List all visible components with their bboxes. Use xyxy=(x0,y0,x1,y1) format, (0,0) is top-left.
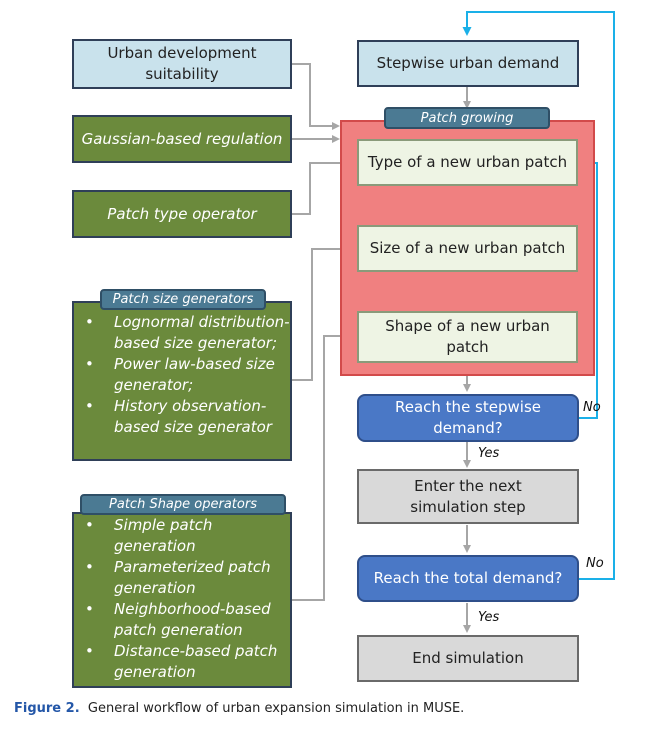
no-label-total: No xyxy=(586,556,604,571)
next-step-box: Enter the next simulation step xyxy=(357,469,579,524)
caption-label: Figure 2. xyxy=(14,701,80,716)
patch-shape-operators-title: Patch Shape operators xyxy=(80,494,286,515)
patch-size-generators-title: Patch size generators xyxy=(100,289,266,310)
patch-growing-title: Patch growing xyxy=(384,107,550,129)
reach-total-decision: Reach the total demand? xyxy=(357,555,579,602)
size-generator-item: Power law-based size generator; xyxy=(74,354,290,396)
arrow-type-operator xyxy=(292,159,357,215)
figure-caption: Figure 2. General workflow of urban expa… xyxy=(14,701,464,716)
shape-operator-item: Simple patch generation xyxy=(74,515,290,557)
feedback-no-total xyxy=(462,11,615,580)
patch-type-operator-box: Patch type operator xyxy=(72,190,292,238)
no-label-stepwise: No xyxy=(583,400,601,415)
shape-operator-item: Neighborhood-based patch generation xyxy=(74,599,290,641)
arrow-shape-operators xyxy=(292,332,357,601)
type-patch-box: Type of a new urban patch xyxy=(357,139,578,186)
yes-label-total: Yes xyxy=(478,610,500,625)
end-simulation-box: End simulation xyxy=(357,635,579,682)
size-generator-item: History observation-based size generator xyxy=(74,396,290,438)
caption-text: General workflow of urban expansion simu… xyxy=(87,701,465,716)
shape-operator-item: Parameterized patch generation xyxy=(74,557,290,599)
size-generator-item: Lognormal distribution-based size genera… xyxy=(74,312,290,354)
patch-shape-operators-box: Simple patch generation Parameterized pa… xyxy=(72,512,292,688)
gaussian-regulation-box: Gaussian-based regulation xyxy=(72,115,292,163)
shape-patch-box: Shape of a new urban patch xyxy=(357,311,578,363)
stepwise-demand-box: Stepwise urban demand xyxy=(357,40,579,87)
patch-size-generators-box: Lognormal distribution-based size genera… xyxy=(72,301,292,461)
shape-operator-item: Distance-based patch generation xyxy=(74,641,290,683)
urban-suitability-box: Urban development suitability xyxy=(72,39,292,89)
size-patch-box: Size of a new urban patch xyxy=(357,225,578,272)
yes-label-stepwise: Yes xyxy=(478,446,500,461)
reach-stepwise-decision: Reach the stepwise demand? xyxy=(357,394,579,442)
arrow-suitability-to-growing xyxy=(292,63,340,130)
arrow-size-generators xyxy=(292,245,357,381)
